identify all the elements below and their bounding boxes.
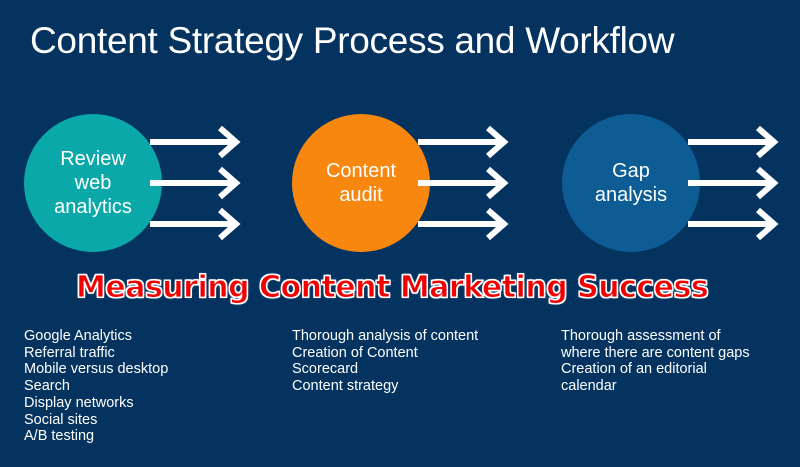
list-item: Creation of an editorial <box>561 361 707 378</box>
list-item: Thorough assessment of <box>561 328 721 344</box>
review-analytics-list: Google Analytics Referral traffic Mobile… <box>24 328 168 445</box>
list-item: Search <box>24 378 70 395</box>
list-item: Creation of Content <box>292 344 418 361</box>
list-item: Scorecard <box>292 361 359 378</box>
step-label: Content audit <box>325 160 397 206</box>
step-label: Review web analytics <box>54 148 132 218</box>
page-title: Content Strategy Process and Workflow <box>30 20 675 61</box>
list-item: Referral traffic <box>24 344 115 361</box>
list-item: Thorough analysis of content <box>292 328 479 344</box>
step-circle-review-web-analytics: Review web analytics <box>24 114 162 252</box>
arrows-icon <box>418 125 509 241</box>
step-label: Gap analysis <box>594 160 668 206</box>
step-circle-content-audit: Content audit <box>292 114 430 252</box>
list-item: calendar <box>561 378 617 395</box>
list-item: where there are content gaps <box>561 344 750 361</box>
arrows-icon <box>150 125 241 241</box>
list-item: Display networks <box>24 394 134 411</box>
step-circle-gap-analysis: Gap analysis <box>562 114 700 252</box>
gap-analysis-list: Thorough assessment of where there are c… <box>561 328 750 395</box>
list-item: Social sites <box>24 411 98 428</box>
overlay-caption: Measuring Content Marketing Success <box>75 270 709 306</box>
list-item: Google Analytics <box>24 328 133 344</box>
list-item: Content strategy <box>292 378 399 395</box>
content-audit-list: Thorough analysis of content Creation of… <box>292 328 478 395</box>
list-item: A/B testing <box>24 428 95 445</box>
list-item: Mobile versus desktop <box>24 361 169 378</box>
arrows-icon <box>688 125 779 241</box>
